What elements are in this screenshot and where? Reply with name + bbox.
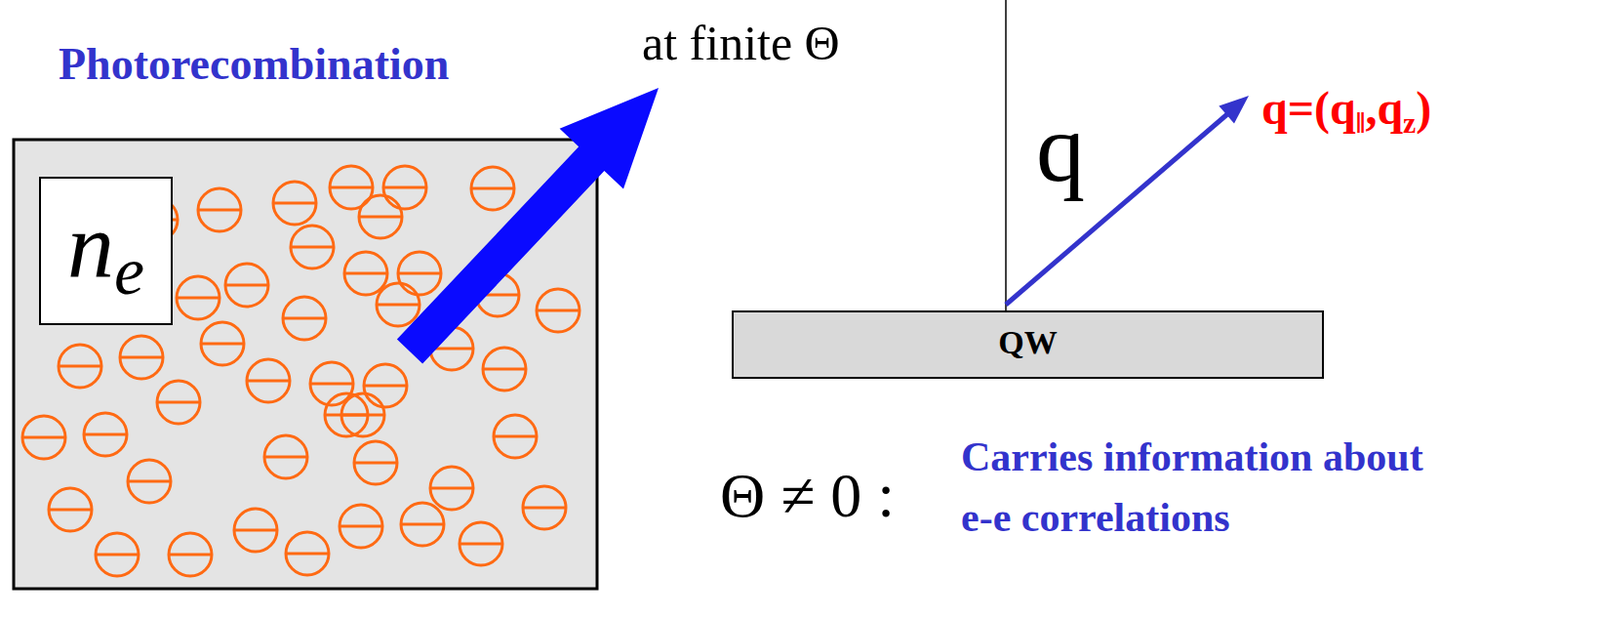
electron — [225, 263, 269, 307]
quantum-well-box: QW — [731, 310, 1324, 379]
electron-gas-box — [13, 139, 598, 589]
electron — [430, 466, 474, 510]
normal-line — [1004, 0, 1007, 311]
condition: Θ ≠ 0 : — [720, 458, 895, 534]
electron — [522, 485, 566, 529]
electron — [400, 502, 444, 546]
electron — [359, 195, 402, 239]
electron — [339, 504, 383, 548]
electron — [341, 393, 385, 437]
electron — [48, 487, 92, 531]
electron — [95, 532, 139, 576]
electron — [493, 414, 537, 458]
node-text: e — [114, 237, 145, 306]
node-text: QW — [998, 325, 1057, 360]
electron — [290, 225, 334, 269]
emission-arrow — [397, 87, 659, 363]
electron — [471, 166, 515, 210]
electron — [344, 251, 388, 295]
angle-note: at finite Θ — [641, 13, 840, 73]
electron — [246, 359, 290, 402]
electron — [127, 459, 171, 503]
electron — [176, 276, 220, 320]
electron — [273, 181, 317, 225]
electron — [536, 288, 580, 332]
electron — [482, 347, 526, 391]
electron — [354, 440, 398, 484]
electron — [363, 363, 407, 407]
electron — [198, 188, 241, 232]
electron — [200, 321, 244, 365]
electron — [282, 296, 326, 340]
density-box: ne — [39, 176, 173, 325]
electron — [157, 380, 200, 424]
electron — [285, 531, 329, 575]
electron — [120, 335, 163, 379]
electron — [83, 412, 127, 456]
electron — [168, 532, 212, 576]
electron — [234, 508, 278, 552]
process-title: Photorecombination — [58, 37, 449, 91]
wavevector-components: q=(q‖,qz) — [1261, 80, 1432, 137]
electron — [376, 282, 420, 326]
node-text: n — [67, 199, 115, 293]
electron — [22, 415, 66, 459]
wavevector-symbol: q — [1036, 89, 1085, 207]
electron — [459, 521, 503, 565]
electron — [398, 251, 441, 295]
electron — [264, 435, 308, 479]
wavevector-arrowhead — [1218, 95, 1249, 124]
condition-note: Carries information about e-e correlatio… — [960, 426, 1430, 548]
electron — [383, 165, 427, 209]
electron — [58, 344, 102, 388]
electrons — [22, 165, 580, 576]
